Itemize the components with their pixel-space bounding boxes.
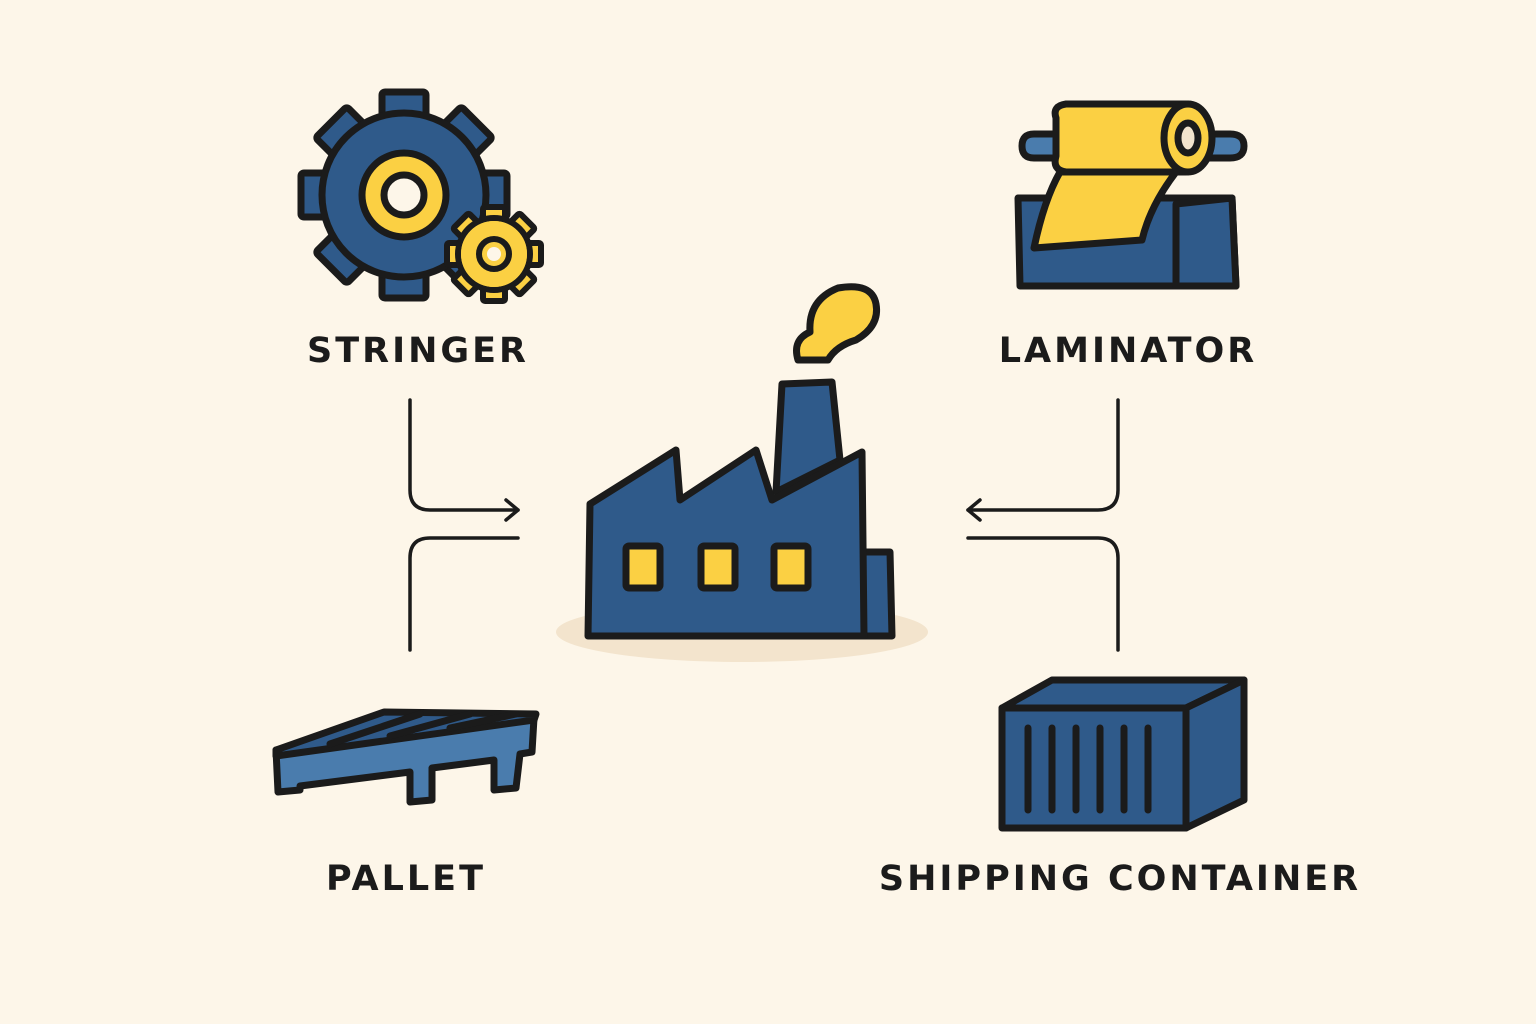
label-shipping-container: SHIPPING CONTAINER [878, 859, 1362, 899]
label-laminator: LAMINATOR [998, 331, 1258, 371]
connector-container-to-factory [966, 536, 1120, 652]
pallet-icon [272, 708, 540, 806]
connector-stringer-to-factory [408, 398, 520, 522]
factory-icon [556, 283, 928, 662]
large-gear [297, 88, 511, 302]
factory-window [697, 542, 739, 592]
factory-window [622, 542, 664, 592]
laminator-roll-icon [1014, 100, 1248, 290]
connector-pallet-to-factory [408, 536, 520, 652]
connector-laminator-to-factory [966, 398, 1120, 522]
label-stringer: STRINGER [307, 331, 529, 371]
factory-window [770, 542, 812, 592]
gears-icon [297, 88, 544, 304]
smoke-puff [793, 283, 881, 364]
shipping-container-icon [998, 676, 1248, 832]
small-gear [444, 204, 544, 304]
label-pallet: PALLET [326, 859, 486, 899]
